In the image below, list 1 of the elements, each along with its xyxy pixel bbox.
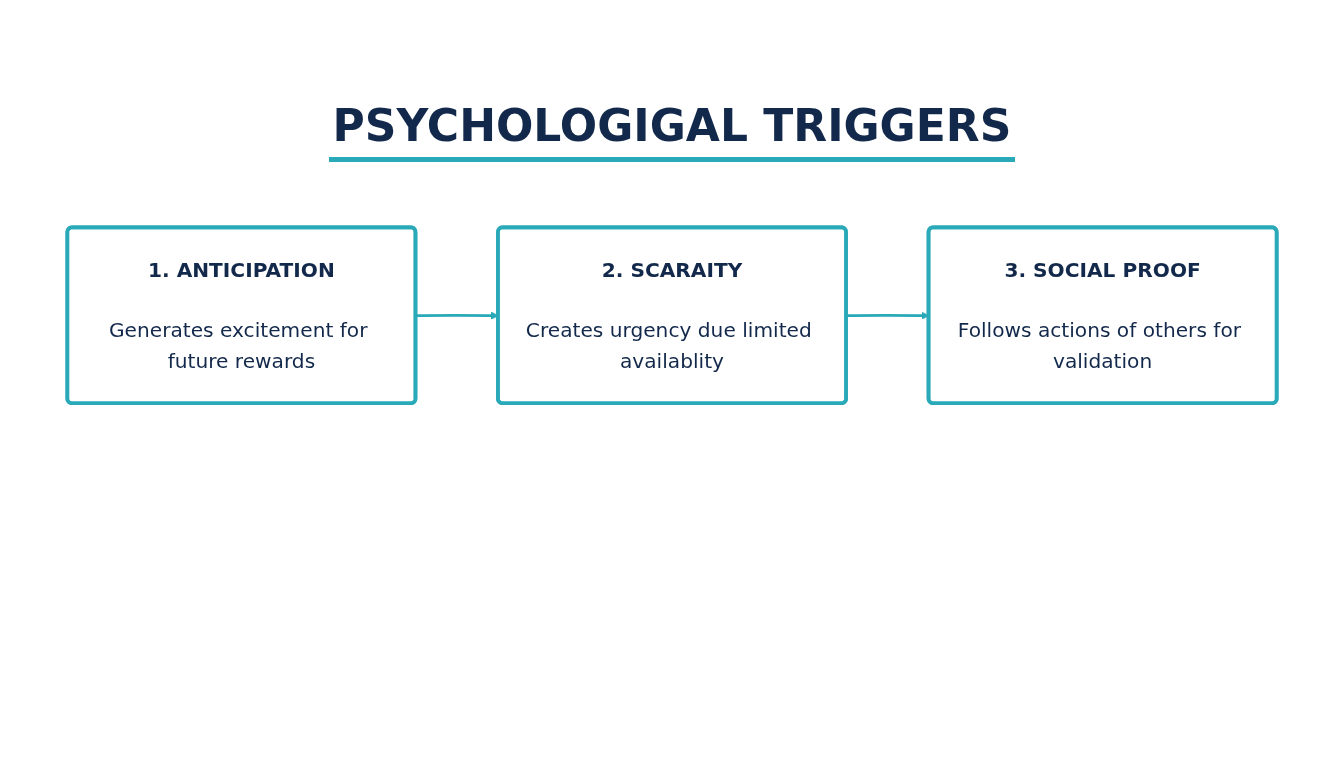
title: PSYCHOLOGIGAL TRIGGERS <box>328 100 1016 162</box>
